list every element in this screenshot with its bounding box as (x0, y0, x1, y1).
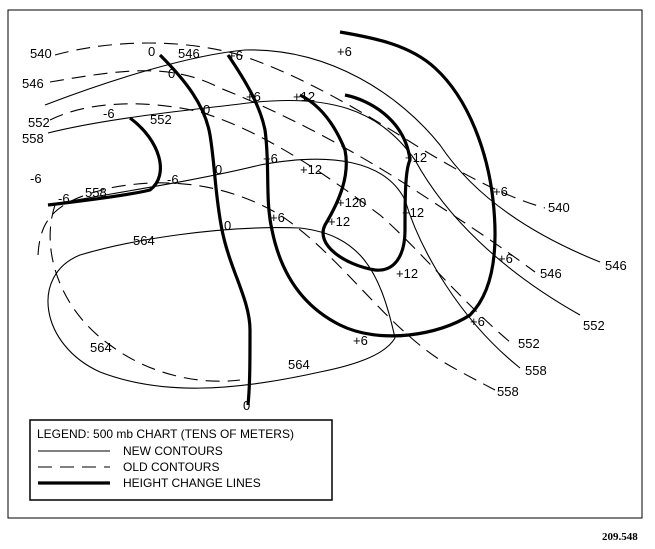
hc-label-plus6-upper: +6 (246, 89, 261, 104)
old-contour-540 (54, 42, 546, 209)
hc-label-neg6-inner: -6 (167, 172, 179, 187)
legend-label-hc: HEIGHT CHANGE LINES (123, 476, 261, 490)
new-contour-546 (44, 49, 601, 263)
old-contour-546 (49, 70, 536, 273)
hc-label-plus12-right1: +12 (405, 150, 427, 165)
label-564-mid: 564 (133, 233, 155, 248)
hc-label-plus12-right3: +12 (396, 266, 418, 281)
label-558-mid: 558 (85, 185, 107, 200)
hc-label-plus6-top: +6 (228, 48, 243, 63)
label-546-left: 546 (22, 76, 44, 91)
hc-label-zero-lower: 0 (224, 218, 231, 233)
figure-number: 209.548 (602, 531, 638, 543)
hc-label-zero-mid: 0 (215, 162, 222, 177)
new-contour-552 (47, 99, 581, 316)
label-558-right-new: 558 (525, 363, 547, 378)
label-552-mid: 552 (150, 112, 172, 127)
hc-label-zero-top: 0 (148, 44, 155, 59)
height-change-plus6-outer (226, 30, 497, 338)
hc-label-plus6-lower: +6 (270, 210, 285, 225)
hc-label-zero-bottom: 0 (243, 398, 250, 413)
hc-label-zero-top2: 0 (168, 66, 175, 81)
hc-label-plus12-right2: +12 (402, 205, 424, 220)
label-552-right-old: 552 (518, 336, 540, 351)
label-540-left: 540 (30, 46, 52, 61)
label-558-right-old: 558 (497, 384, 519, 399)
label-564-bottom-right: 564 (288, 357, 310, 372)
hc-label-neg6-left: -6 (58, 191, 70, 206)
old-contour-564 (49, 204, 241, 382)
label-552-left: 552 (28, 115, 50, 130)
hc-label-plus6-right1: +6 (493, 184, 508, 199)
hc-label-zero-mid-upper: 0 (203, 102, 210, 117)
label-546-right-new: 546 (605, 258, 627, 273)
hc-label-plus6-bottom: +6 (353, 333, 368, 348)
hc-label-plus6-right2: +6 (498, 251, 513, 266)
height-change-minus6-loop (47, 116, 162, 207)
new-contour-564 (47, 227, 396, 389)
hc-label-plus120-center: +120 (337, 195, 366, 210)
legend-title: LEGEND: 500 mb CHART (TENS OF METERS) (37, 427, 294, 441)
old-contour-552 (49, 103, 511, 343)
hc-label-plus6-right3: +6 (470, 314, 485, 329)
height-change-zero-line (158, 53, 252, 406)
legend-label-new: NEW CONTOURS (123, 444, 223, 458)
legend-box: LEGEND: 500 mb CHART (TENS OF METERS) NE… (29, 419, 333, 501)
label-546-top: 546 (178, 46, 200, 61)
label-564-bottom-left: 564 (90, 340, 112, 355)
label-546-right-old: 546 (540, 266, 562, 281)
hc-label-neg6-far-left: -6 (30, 171, 42, 186)
hc-label-plus12-mid: +12 (328, 214, 350, 229)
chart-frame (7, 9, 643, 519)
hc-label-plus12-top: +12 (293, 89, 315, 104)
label-552-right-new: 552 (583, 318, 605, 333)
height-change-plus12-inner (299, 93, 412, 272)
legend-label-old: OLD CONTOURS (123, 460, 219, 474)
hc-label-plus6-mid: +6 (263, 151, 278, 166)
label-558-left: 558 (22, 131, 44, 146)
hc-label-plus6-top-right: +6 (337, 44, 352, 59)
label-540-right: 540 (548, 200, 570, 215)
old-contour-558 (37, 182, 496, 391)
hc-label-plus12-upper: +12 (300, 162, 322, 177)
hc-label-neg6-upper: -6 (103, 106, 115, 121)
